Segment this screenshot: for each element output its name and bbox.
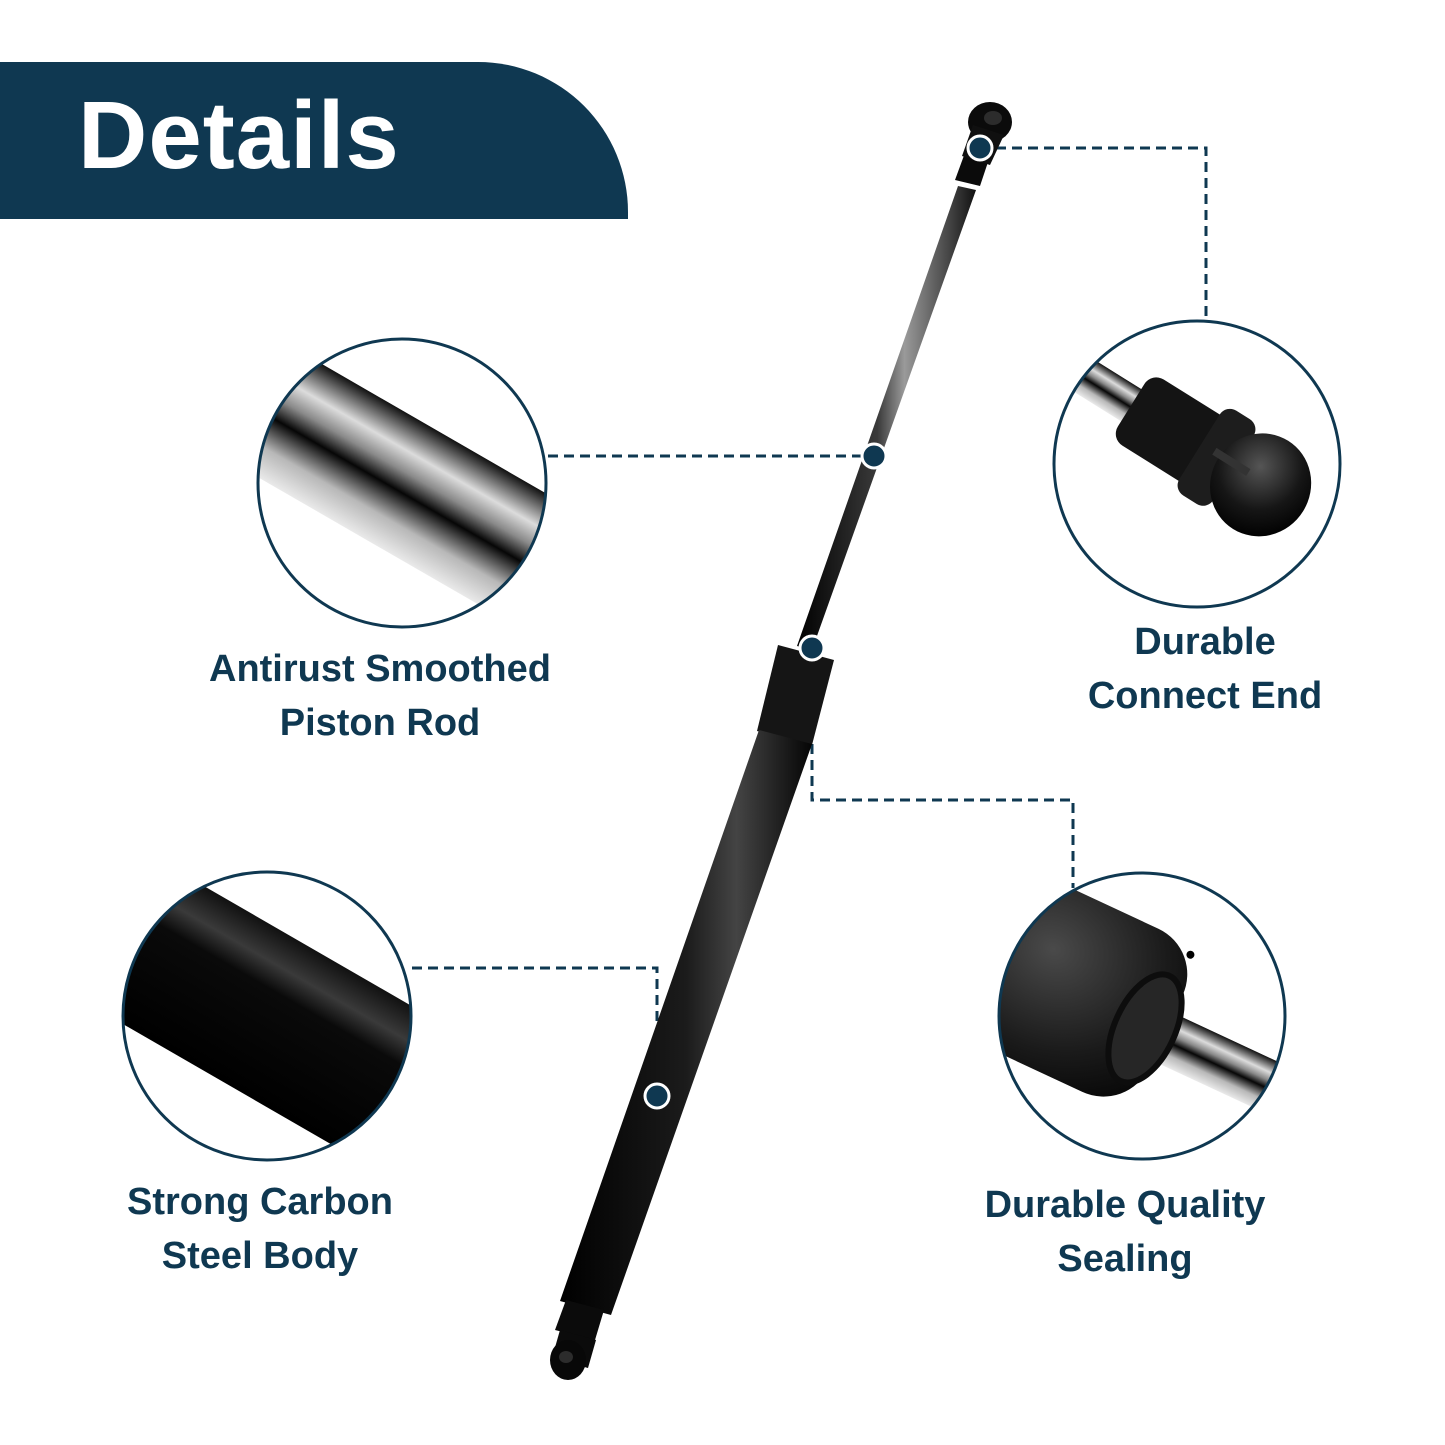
zoom-circle-sealing xyxy=(997,871,1287,1161)
leader-line-connect-end xyxy=(980,146,1208,320)
feature-label-line: Steel Body xyxy=(161,1235,359,1277)
cylinder-body xyxy=(560,730,812,1315)
leader-lines xyxy=(412,146,1208,1096)
page-title: Details xyxy=(78,82,400,189)
marker-piston-rod xyxy=(860,442,888,470)
feature-label-line: Durable xyxy=(1134,621,1276,663)
feature-label-line: Sealing xyxy=(1057,1238,1193,1280)
feature-label-piston-rod: Antirust Smoothed Piston Rod xyxy=(180,642,580,750)
leader-line-body xyxy=(412,966,659,1096)
feature-label-line: Durable Quality xyxy=(984,1184,1266,1226)
callout-markers xyxy=(643,134,994,1110)
feature-label-line: Connect End xyxy=(1087,675,1323,717)
header-banner xyxy=(0,62,628,219)
zoom-circle-piston-rod xyxy=(256,337,548,629)
piston-rod xyxy=(797,186,976,650)
feature-label-sealing: Durable Quality Sealing xyxy=(925,1178,1325,1286)
zoom-circle-connect-end xyxy=(1052,319,1342,609)
marker-body xyxy=(643,1082,671,1110)
seal-sleeve xyxy=(757,645,834,745)
feature-label-body: Strong Carbon Steel Body xyxy=(60,1175,460,1283)
bottom-connect-end xyxy=(550,1330,596,1380)
zoom-circle-body xyxy=(121,870,413,1162)
marker-sealing xyxy=(798,634,826,662)
feature-label-line: Antirust Smoothed xyxy=(209,648,551,690)
feature-label-line: Strong Carbon xyxy=(127,1181,393,1223)
leader-line-sealing xyxy=(810,648,1075,888)
bottom-collar xyxy=(555,1300,604,1340)
feature-label-line: Piston Rod xyxy=(279,702,481,744)
marker-connect-end xyxy=(966,134,994,162)
feature-label-connect-end: Durable Connect End xyxy=(1005,615,1405,723)
gas-strut-product xyxy=(550,102,1012,1380)
